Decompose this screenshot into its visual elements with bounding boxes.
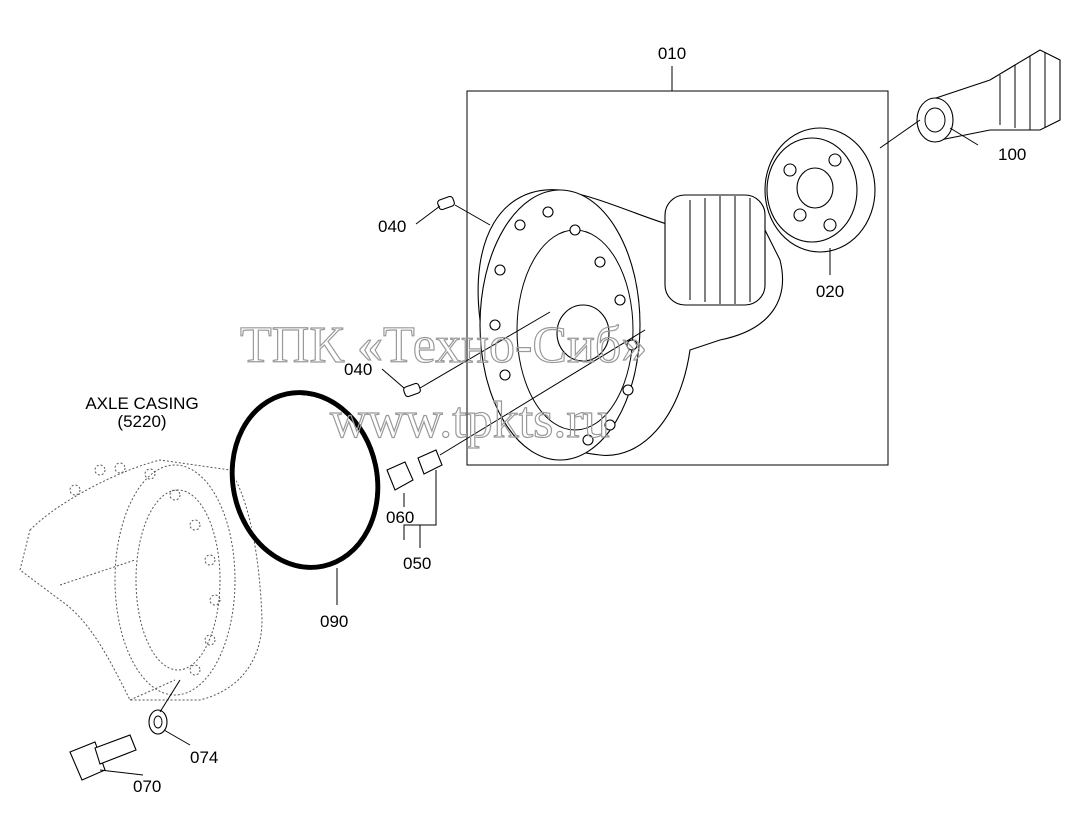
callout-040-upper: 040 [378,217,406,236]
callout-090: 090 [320,612,348,631]
plug-part-060 [386,461,414,491]
axle-casing-number: (5220) [117,412,166,431]
wheel-hub-part [477,189,784,461]
svg-text:www.tpkts.ru: www.tpkts.ru [330,392,610,449]
callout-010: 010 [658,44,686,63]
spline-shaft-part [916,49,1061,143]
callout-020: 020 [816,282,844,301]
bolt-part [69,734,137,781]
watermark: ТПК «Техно-Сиб» www.tpkts.ru [239,316,647,449]
callout-050: 050 [403,554,431,573]
callout-100: 100 [998,145,1026,164]
o-ring-part [229,390,381,570]
axle-casing-label: AXLE CASING [85,394,198,413]
axle-casing-phantom [19,459,263,701]
callout-070: 070 [133,777,161,796]
svg-text:ТПК «Техно-Сиб»: ТПК «Техно-Сиб» [240,317,647,374]
callout-060: 060 [386,508,414,527]
plug-part-050 [417,449,443,475]
set-screw-lower [403,382,421,398]
callout-040-lower: 040 [344,360,372,379]
set-screw-upper [437,195,455,211]
callout-074: 074 [190,748,218,767]
assembly-bracket-010 [466,90,889,466]
washer-part [148,709,168,735]
ring-part [764,127,876,253]
